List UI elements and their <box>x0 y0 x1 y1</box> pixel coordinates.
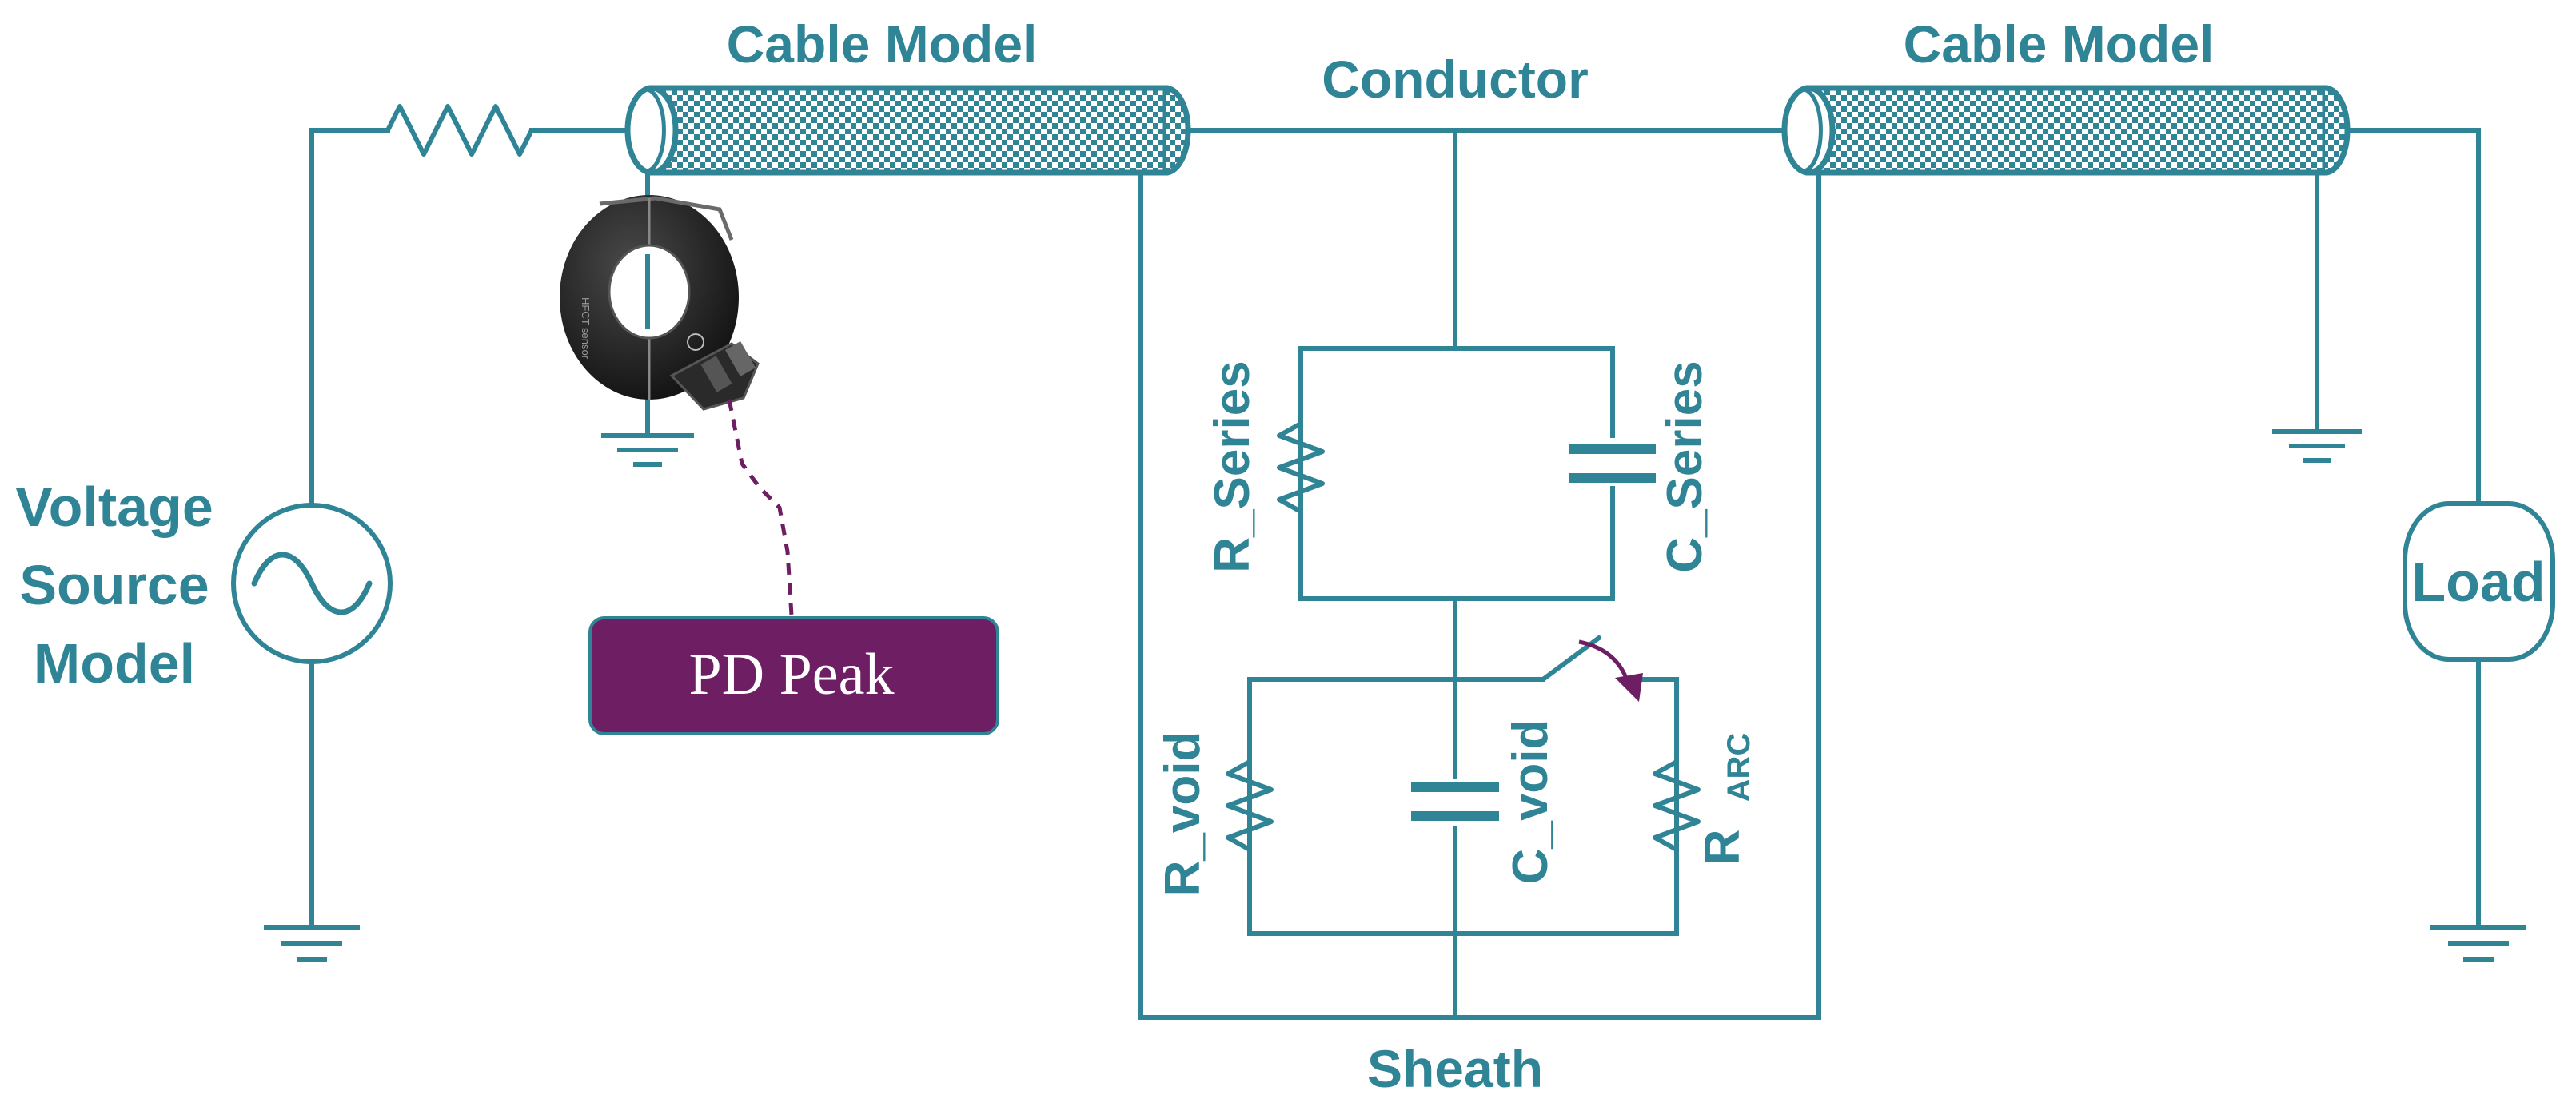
cable-model-left <box>624 85 1191 176</box>
c-void-label: C_void <box>1503 719 1558 885</box>
voltage-source-branch <box>231 104 642 962</box>
cable-model-right-label: Cable Model <box>1904 14 2215 74</box>
right-sheath-ground-icon <box>2272 172 2362 463</box>
c-series-label: C_Series <box>1657 360 1713 572</box>
series-block <box>1277 346 1656 936</box>
r-arc-resistor <box>1653 759 1701 852</box>
cable-model-right <box>1781 85 2351 176</box>
pd-peak-box: PD Peak <box>588 616 999 735</box>
current-sensor-icon: HFCT sensor <box>560 195 760 411</box>
conductor-label: Conductor <box>1322 50 1589 109</box>
load-label: Load <box>2411 551 2545 613</box>
void-block <box>1226 635 1701 936</box>
cable-model-left-label: Cable Model <box>727 14 1038 74</box>
r-void-resistor <box>1226 759 1274 852</box>
voltage-source-label-3: Model <box>34 632 195 695</box>
r-series-label: R_Series <box>1205 360 1260 572</box>
load-branch <box>2345 128 2555 962</box>
r-arc-label-sub: ARC <box>1721 733 1757 802</box>
r-void-label: R_void <box>1155 731 1210 897</box>
sensor-lead <box>727 399 794 616</box>
voltage-source-label-1: Voltage <box>15 476 213 538</box>
r-arc-label-main: R <box>1695 830 1750 866</box>
sine-wave-icon <box>251 552 373 615</box>
sheath-label: Sheath <box>1367 1039 1543 1098</box>
load-ground-icon <box>2430 925 2526 962</box>
sheath-wire <box>1138 172 1821 1020</box>
svg-text:HFCT sensor: HFCT sensor <box>580 297 592 360</box>
ground-icon <box>264 925 360 962</box>
conductor-wire <box>1186 128 1793 351</box>
r-series-resistor <box>1277 421 1325 514</box>
pd-peak-label: PD Peak <box>689 642 895 707</box>
voltage-source-label-2: Source <box>19 554 209 616</box>
series-resistor <box>385 104 534 157</box>
